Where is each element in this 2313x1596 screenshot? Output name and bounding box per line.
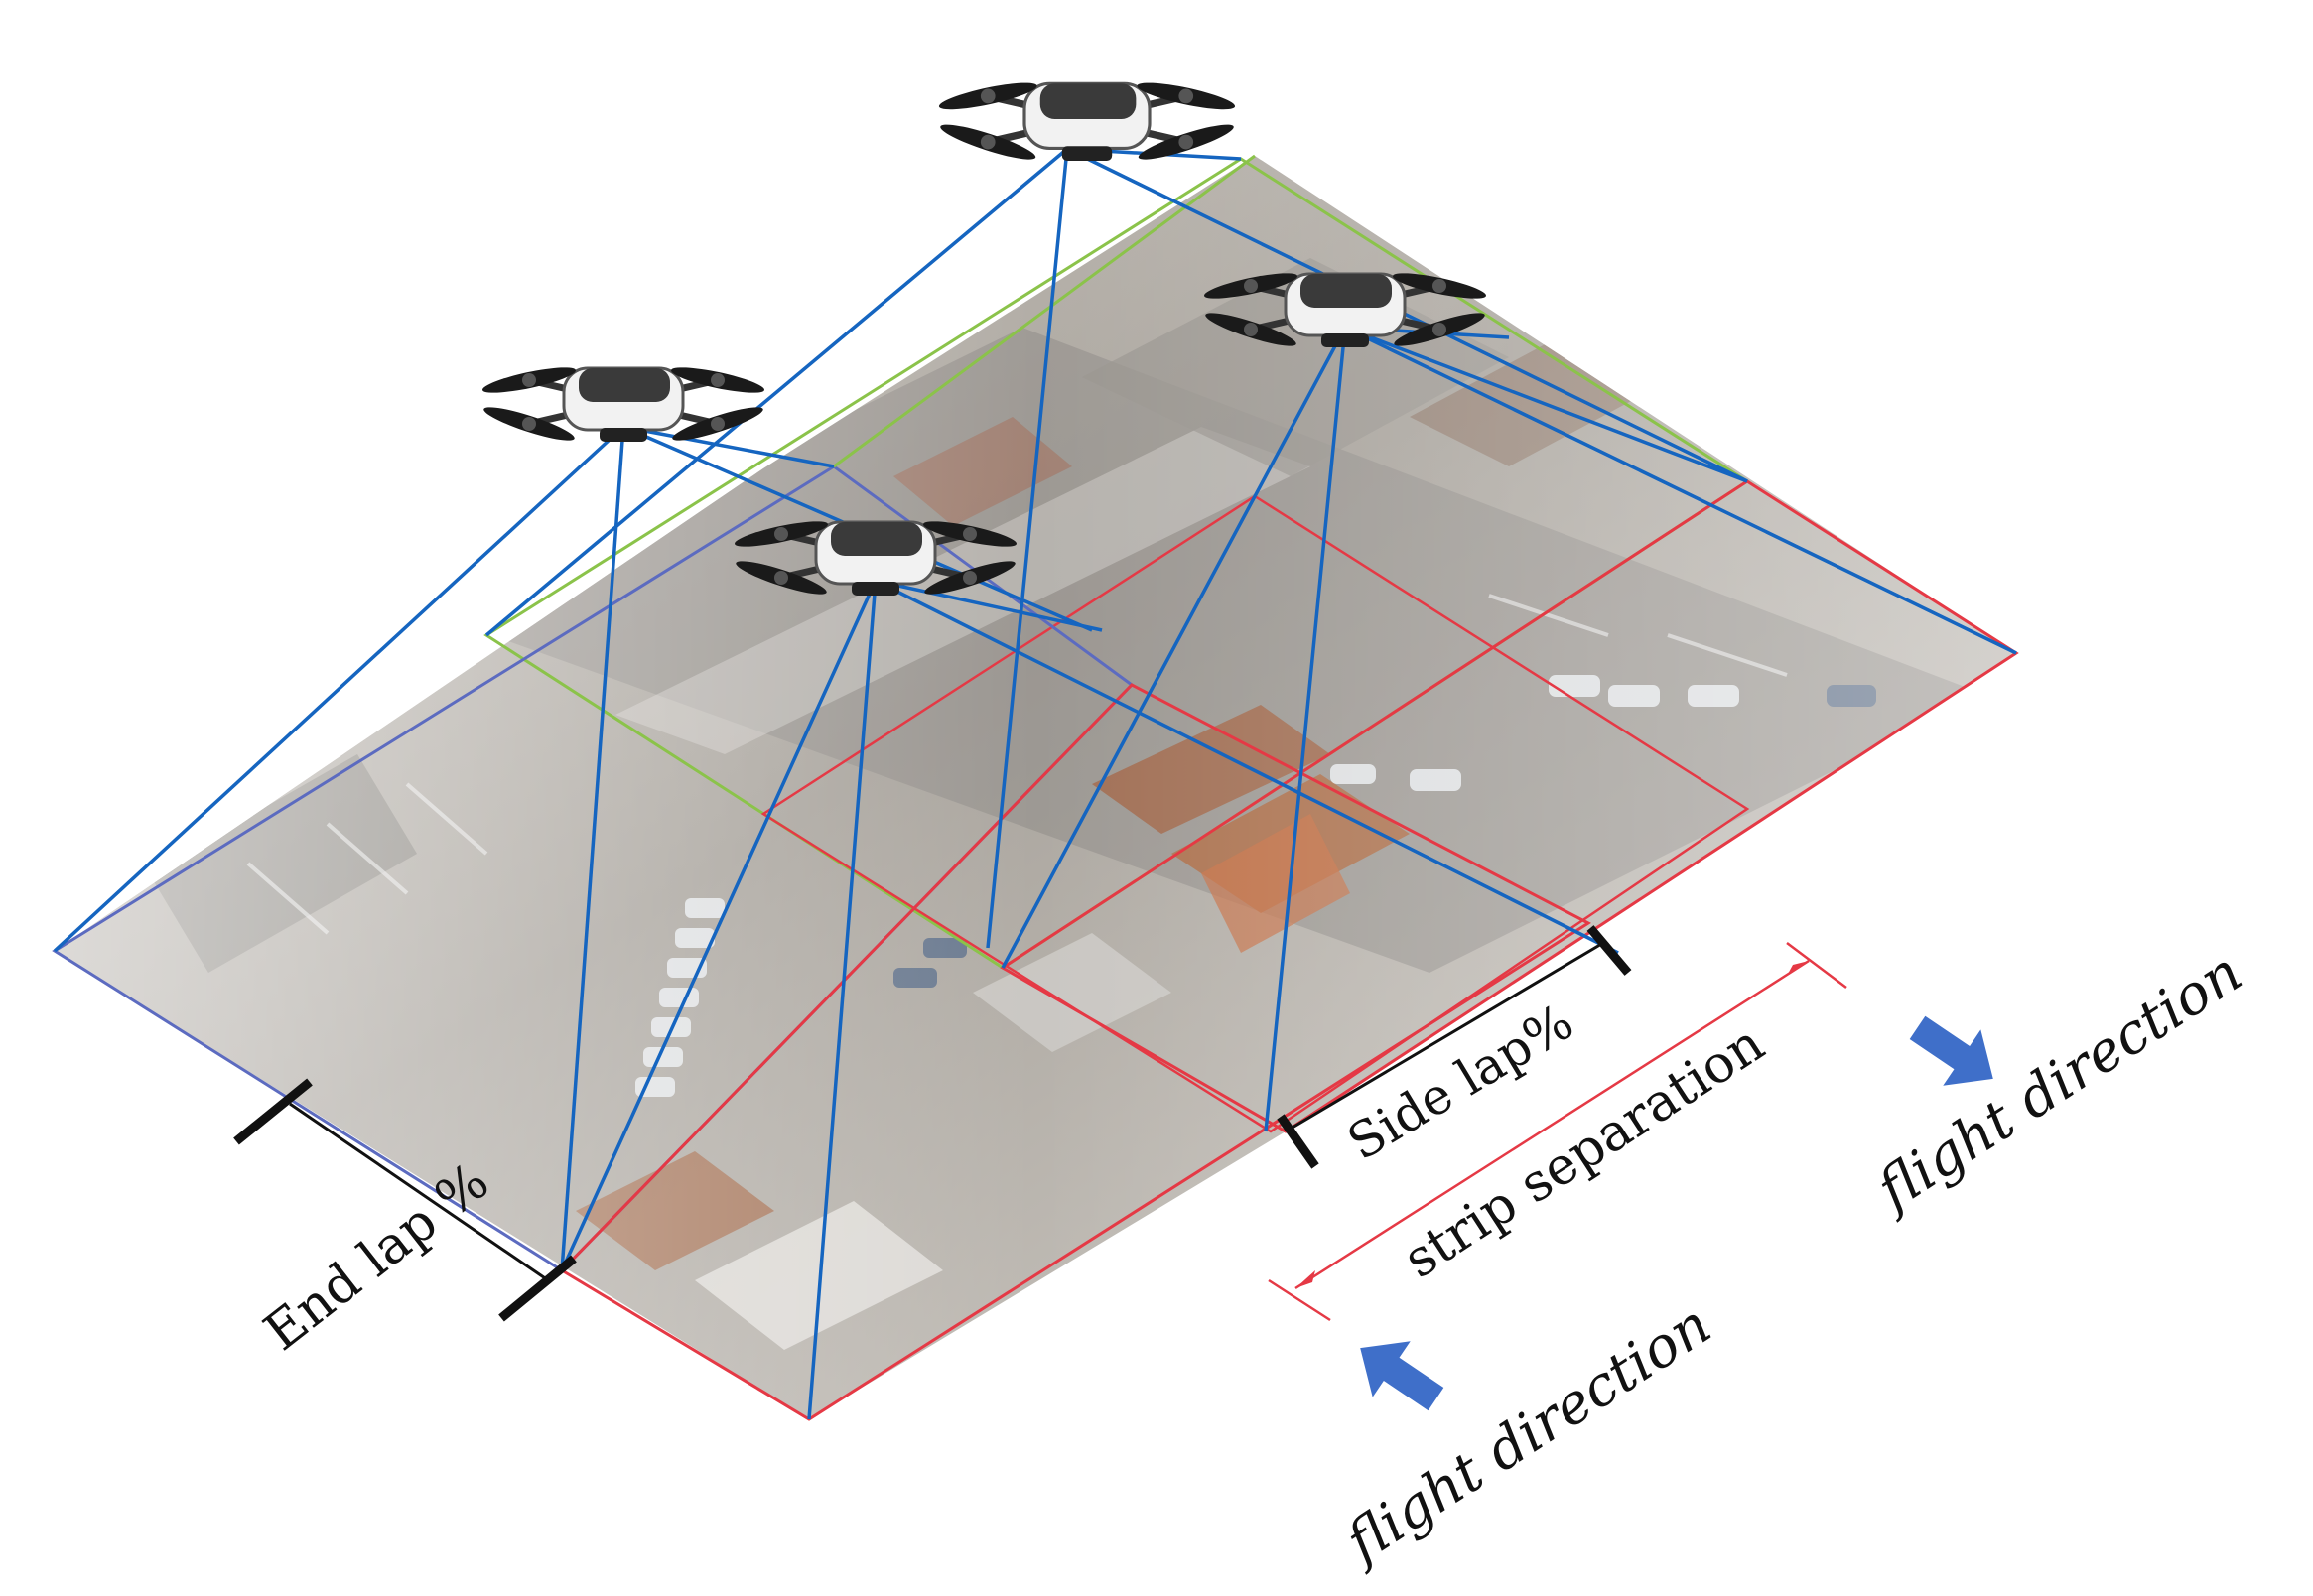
quadcopter-drone-icon <box>937 77 1237 165</box>
flight-direction-right: flight direction <box>1863 940 2253 1225</box>
flight-direction-right-label: flight direction <box>1863 940 2253 1225</box>
ground-texture <box>55 156 2016 1419</box>
footprint-red-left <box>559 683 1591 1421</box>
camera-rays <box>53 147 2017 1420</box>
flight-direction-arrow-icon <box>1341 1319 1455 1427</box>
flight-direction-left-label: flight direction <box>1332 1292 1722 1577</box>
flight-direction-left: flight direction <box>1332 1292 1722 1577</box>
footprint-red-middle <box>760 494 1750 1133</box>
end-lap-label: End lap % <box>253 1151 499 1362</box>
aerial-ground-mosaic <box>55 156 2016 1419</box>
quadcopter-drone-icon <box>480 362 765 446</box>
